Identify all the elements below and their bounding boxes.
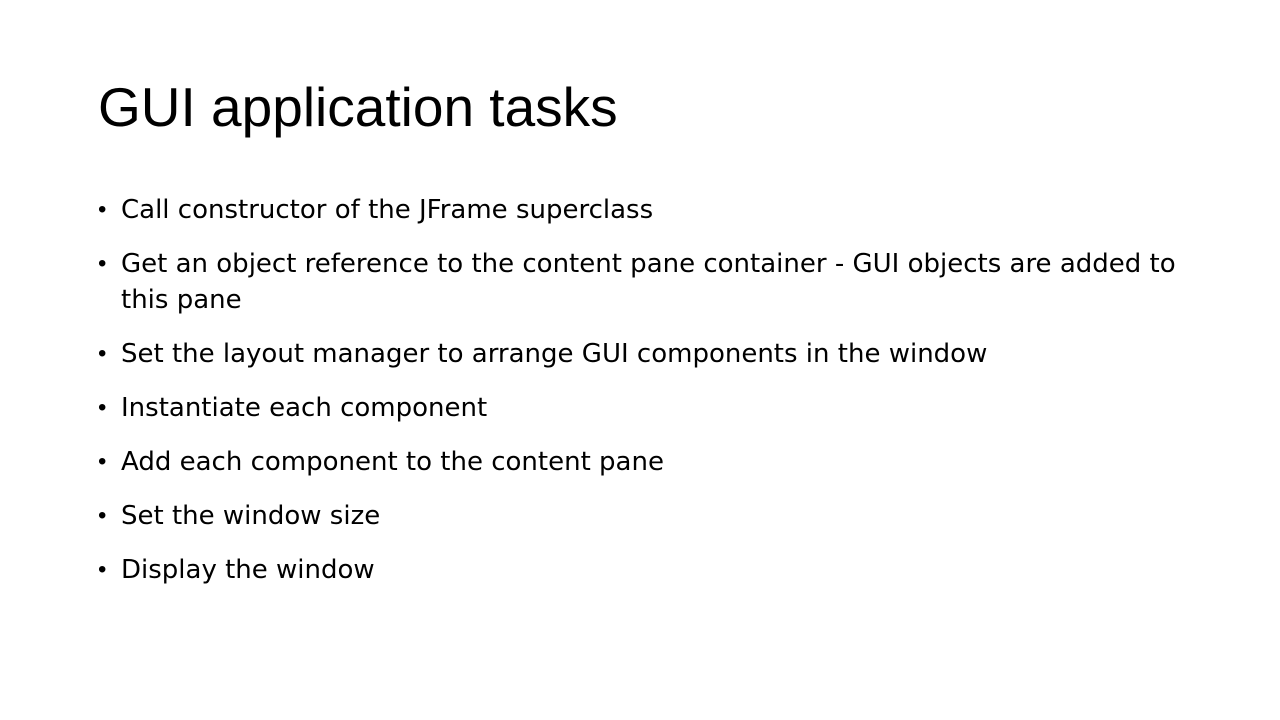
bullet-text: Instantiate each component bbox=[121, 393, 488, 423]
bullet-item: • Set the layout manager to arrange GUI … bbox=[98, 336, 1178, 372]
bullet-icon: • bbox=[98, 394, 107, 421]
bullet-icon: • bbox=[98, 502, 107, 529]
bullet-icon: • bbox=[98, 196, 107, 223]
bullet-text: Add each component to the content pane bbox=[121, 447, 664, 477]
bullet-text: Set the layout manager to arrange GUI co… bbox=[121, 339, 988, 369]
bullet-text: Get an object reference to the content p… bbox=[121, 249, 1176, 315]
bullet-list: • Call constructor of the JFrame supercl… bbox=[98, 192, 1178, 606]
bullet-icon: • bbox=[98, 250, 107, 277]
bullet-item: • Instantiate each component bbox=[98, 390, 1178, 426]
bullet-item: • Add each component to the content pane bbox=[98, 444, 1178, 480]
bullet-item: • Display the window bbox=[98, 552, 1178, 588]
bullet-item: • Call constructor of the JFrame supercl… bbox=[98, 192, 1178, 228]
slide-title: GUI application tasks bbox=[98, 76, 618, 138]
bullet-item: • Set the window size bbox=[98, 498, 1178, 534]
bullet-text: Call constructor of the JFrame superclas… bbox=[121, 195, 654, 225]
bullet-item: • Get an object reference to the content… bbox=[98, 246, 1178, 318]
bullet-icon: • bbox=[98, 556, 107, 583]
bullet-text: Display the window bbox=[121, 555, 375, 585]
bullet-icon: • bbox=[98, 448, 107, 475]
bullet-text: Set the window size bbox=[121, 501, 381, 531]
bullet-icon: • bbox=[98, 340, 107, 367]
